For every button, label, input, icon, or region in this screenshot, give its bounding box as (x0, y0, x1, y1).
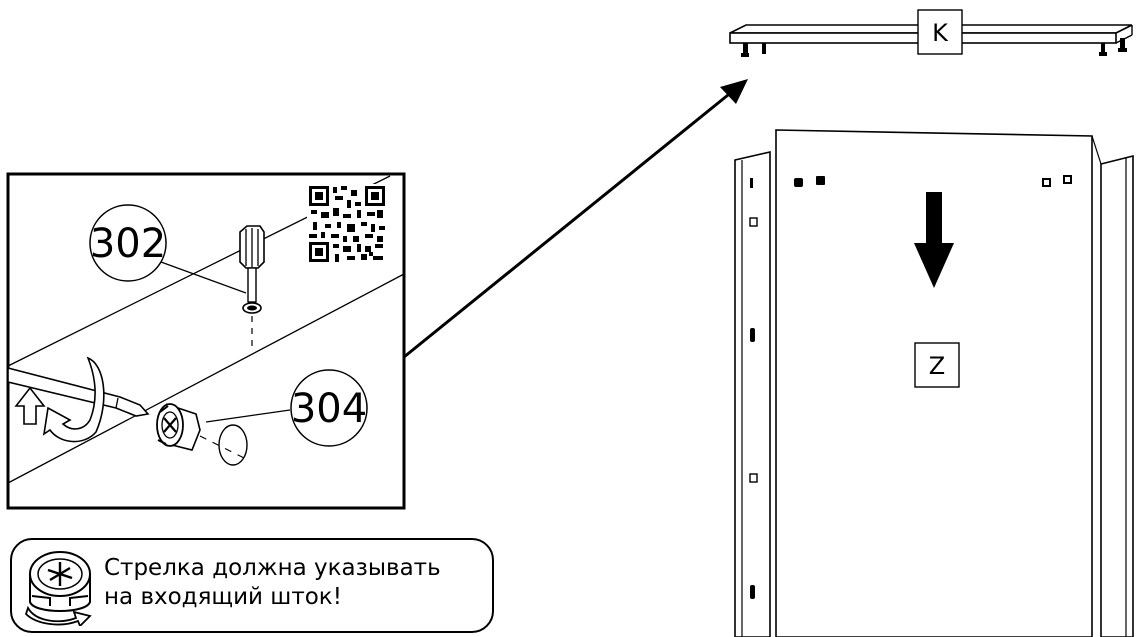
leader-arrow-icon (403, 79, 748, 359)
note-line-2: на входящий шток! (104, 584, 342, 610)
detail-inset: 302 (6, 172, 406, 510)
back-panel-z: Z (775, 129, 1102, 637)
screwdriver-icon (7, 366, 150, 417)
right-side-panel (1088, 154, 1134, 637)
instruction-note: Стрелка должна указывать на входящий што… (10, 538, 494, 633)
callout-304-number: 304 (291, 386, 367, 432)
note-line-1: Стрелка должна указывать (104, 555, 441, 581)
callout-302-number: 302 (90, 221, 166, 267)
qr-code-icon (307, 184, 387, 264)
dowel-screw-icon (239, 225, 265, 350)
rotation-arrow-icon (14, 356, 105, 443)
callout-302: 302 (89, 204, 247, 294)
callout-304: 304 (205, 369, 368, 447)
cam-cover-cap (218, 424, 248, 466)
top-panel-k: K (729, 9, 1133, 57)
cam-lock-icon (156, 403, 201, 451)
note-text: Стрелка должна указывать на входящий што… (104, 554, 489, 612)
back-panel-label: Z (929, 352, 945, 380)
cam-lock-icon (24, 551, 92, 626)
down-arrow-icon (914, 192, 954, 288)
top-panel-label: K (932, 19, 949, 47)
left-side-panel (734, 150, 771, 637)
